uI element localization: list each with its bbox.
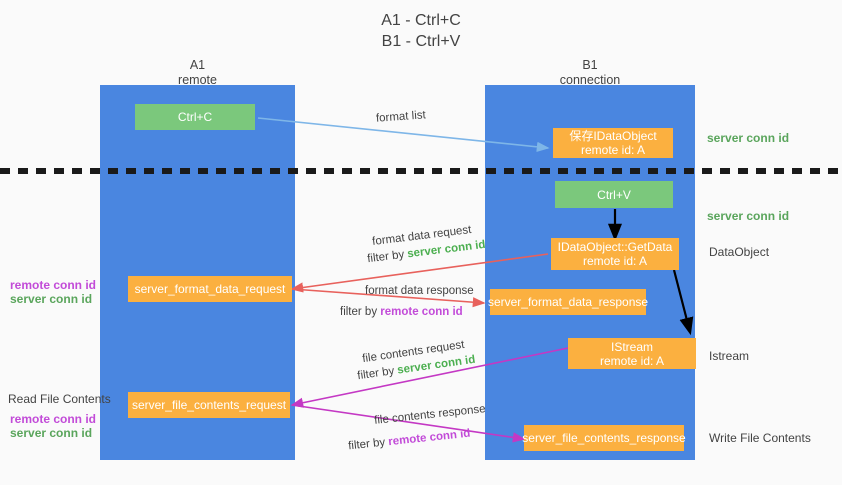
node-ctrl-c[interactable]: Ctrl+C <box>135 104 255 130</box>
left-label-server-conn-id-1: server conn id <box>10 292 93 306</box>
node-server-file-contents-request[interactable]: server_file_contents_request <box>128 392 290 418</box>
filter-prefix-text: filter by <box>366 248 409 266</box>
node-server-format-data-response[interactable]: server_format_data_response <box>488 289 648 315</box>
right-label-server-conn-id-1: server conn id <box>707 131 790 145</box>
node-server-format-data-request[interactable]: server_format_data_request <box>128 276 292 302</box>
left-label-read-file-contents: Read File Contents <box>8 392 111 406</box>
filter-value-remote-conn-id: remote conn id <box>380 306 463 318</box>
filter-prefix-text: filter by <box>356 364 399 383</box>
node-ctrl-v[interactable]: Ctrl+V <box>555 181 673 208</box>
filter-prefix-text: filter by <box>347 436 389 453</box>
column-header-b1: B1 connection <box>559 58 621 87</box>
right-label-dataobject: DataObject <box>709 245 770 259</box>
node-server-file-contents-response[interactable]: server_file_contents_response <box>522 425 686 451</box>
node-save-idataobject[interactable]: 保存IDataObject remote id: A <box>553 128 673 158</box>
edge-label-format-data-response-filter: filter by remote conn id <box>340 305 463 320</box>
column-header-a1: A1 remote <box>178 58 217 87</box>
right-label-server-conn-id-2: server conn id <box>707 209 790 223</box>
edge-label-format-data-response: format data response <box>365 285 474 297</box>
edge-label-file-contents-response-filter: filter by remote conn id <box>348 427 472 455</box>
left-label-remote-conn-id-2: remote conn id <box>10 412 97 426</box>
filter-prefix-text: filter by <box>340 306 381 318</box>
edge-label-file-contents-response: file contents response <box>373 403 487 427</box>
node-idataobject-getdata[interactable]: IDataObject::GetData remote id: A <box>551 238 679 270</box>
node-istream[interactable]: IStream remote id: A <box>568 338 696 369</box>
filter-value-remote-conn-id: remote conn id <box>387 427 471 449</box>
diagram-title: A1 - Ctrl+C B1 - Ctrl+V <box>381 12 461 50</box>
right-label-istream: Istream <box>709 349 750 363</box>
left-label-server-conn-id-2: server conn id <box>10 426 93 440</box>
left-label-remote-conn-id-1: remote conn id <box>10 278 97 292</box>
edge-label-format-list: format list <box>375 109 427 125</box>
right-label-write-file-contents: Write File Contents <box>709 431 811 445</box>
